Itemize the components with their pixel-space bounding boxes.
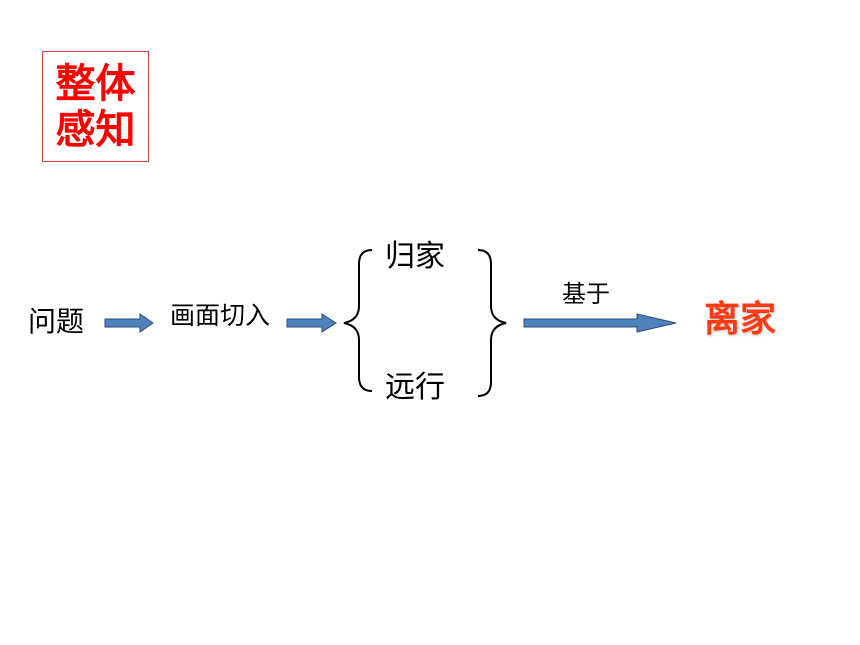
label-travelling-far: 远行 — [385, 370, 445, 405]
arrow-problem-to-entry — [104, 313, 154, 333]
label-based-on: 基于 — [562, 280, 610, 308]
label-problem: 问题 — [28, 305, 85, 338]
arrow-entry-to-branches — [286, 313, 337, 333]
arrow-to-leaving-home — [523, 313, 677, 333]
title-line-1: 整体 — [55, 59, 136, 107]
title-box: 整体 感知 — [42, 51, 149, 162]
label-returning-home: 归家 — [385, 239, 445, 274]
title-line-2: 感知 — [55, 105, 136, 153]
left-brace — [343, 249, 373, 392]
label-entry: 画面切入 — [170, 301, 271, 330]
label-leaving-home: 离家 — [704, 298, 777, 340]
right-brace — [477, 249, 507, 397]
